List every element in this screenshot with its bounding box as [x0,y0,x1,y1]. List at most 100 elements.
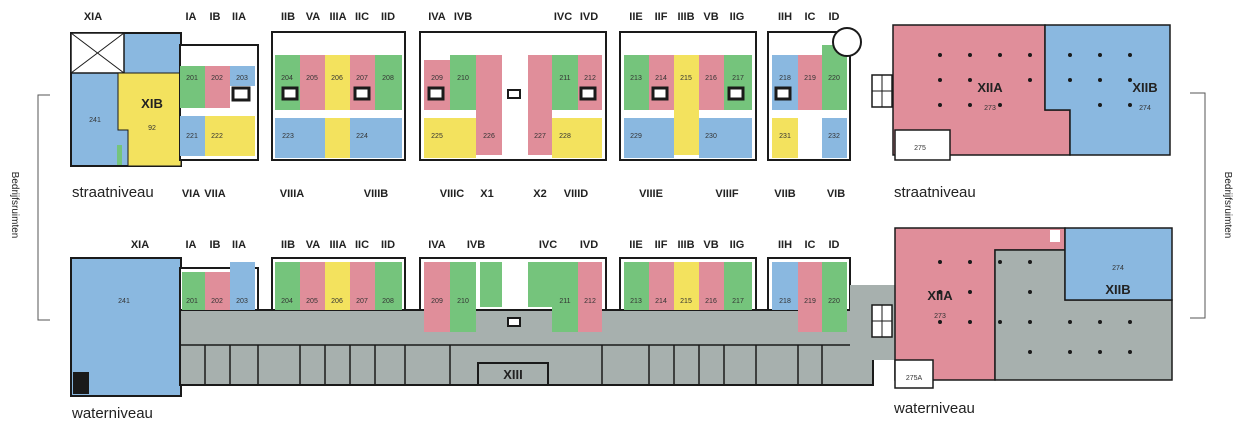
unit-label: IIIB [677,11,694,23]
water-room-numbers: 241 201 202 203 204 205 206 207 208 209 … [118,265,1130,382]
room-number: 209 [431,298,443,305]
unit-label: VB [703,239,718,251]
room-number: 215 [680,75,692,82]
unit-label: IIIB [677,239,694,251]
room-number: XIIB [1132,80,1157,95]
unit-label: IVD [580,11,598,23]
unit-label: IIIA [329,239,346,251]
room-number: 211 [559,75,570,82]
unit-label: XIA [84,11,102,23]
unit-label: IIB [281,11,295,23]
unit-label: IIF [655,239,668,251]
room-number: 217 [732,75,744,82]
room-number: 273 [984,105,996,112]
room-number: 274 [1139,105,1151,112]
room-number: 225 [431,133,443,140]
unit-label: VIIIC [440,188,465,200]
unit-label: ID [829,239,840,251]
room-number: 218 [779,75,791,82]
room-number: 205 [306,75,318,82]
room-number: 220 [828,75,840,82]
room-number: 203 [236,75,248,82]
room-number: 231 [779,133,791,140]
room-number: 213 [630,75,642,82]
unit-label: IIA [232,239,246,251]
unit-label: IIC [355,239,369,251]
unit-label: VIIB [774,188,795,200]
unit-label: IC [805,239,816,251]
room-number: 228 [559,133,571,140]
unit-label: IIG [730,239,745,251]
water-level-plan [70,227,1173,397]
unit-label: VIA [182,188,200,200]
unit-label: IIB [281,239,295,251]
room-number: 222 [211,133,223,140]
room-number: XIIB [1105,282,1130,297]
unit-label: IIF [655,11,668,23]
room-number: XIIA [927,288,953,303]
room-number: 241 [118,298,130,305]
unit-label: IVD [580,239,598,251]
room-number: 207 [356,75,368,82]
level-label: waterniveau [71,405,153,422]
room-number: 221 [186,133,198,140]
unit-xia-water [70,257,182,397]
street-room-numbers: 241 XIB 92 201 202 203 221 222 204 205 2… [89,75,1157,152]
unit-label: IVB [467,239,485,251]
room-number: 216 [705,298,717,305]
room-number: 213 [630,298,642,305]
unit-label: IIE [629,11,642,23]
room-number: 210 [457,298,469,305]
room-number: 215 [680,298,692,305]
room-number: 209 [431,75,443,82]
mid-unit-labels: VIA VIIA VIIIA VIIIB VIIIC X1 X2 VIIID V… [182,188,845,200]
unit-label: X2 [533,188,546,200]
room-number: 210 [457,75,469,82]
unit-label: IIC [355,11,369,23]
room-number: 226 [483,133,495,140]
room-number: 208 [382,75,394,82]
room-number: 230 [705,133,717,140]
unit-xiib-street [1044,24,1171,156]
room-number: 275 [914,145,926,152]
unit-label: IID [381,239,395,251]
room-number: 206 [331,298,343,305]
room-number: 203 [236,298,248,305]
unit-label: IIG [730,11,745,23]
room-number: 232 [828,133,840,140]
unit-label: XIA [131,239,149,251]
unit-label: IB [210,11,221,23]
room-number: 214 [655,75,667,82]
unit-label: IIIA [329,11,346,23]
bracket-right [1190,92,1206,319]
unit-label: VIIID [564,188,589,200]
room-number: 212 [584,298,596,305]
unit-label: VIIIE [639,188,663,200]
room-number: 212 [584,75,596,82]
room-number: 206 [331,75,343,82]
room-number: 201 [186,75,198,82]
side-label-left: Bedrijfsruimten [9,172,20,239]
unit-label: VIIA [204,188,225,200]
unit-label: IA [186,11,197,23]
unit-label: IVC [554,11,572,23]
room-number: XIII [503,367,523,382]
unit-label: VIIIA [280,188,305,200]
room-number: 273 [934,313,946,320]
room-number: 204 [281,75,293,82]
side-label-right: Bedrijfsruimten [1222,172,1233,239]
room-number: 201 [186,298,198,305]
room-number: 207 [356,298,368,305]
unit-label: VIB [827,188,845,200]
unit-label: IB [210,239,221,251]
unit-label: IIE [629,239,642,251]
level-label: straatniveau [894,184,976,201]
unit-label: ID [829,11,840,23]
room-number: 227 [534,133,546,140]
unit-label: IIA [232,11,246,23]
room-number: 218 [779,298,791,305]
room-number: 205 [306,298,318,305]
unit-label: VA [306,239,321,251]
room-number: 220 [828,298,840,305]
